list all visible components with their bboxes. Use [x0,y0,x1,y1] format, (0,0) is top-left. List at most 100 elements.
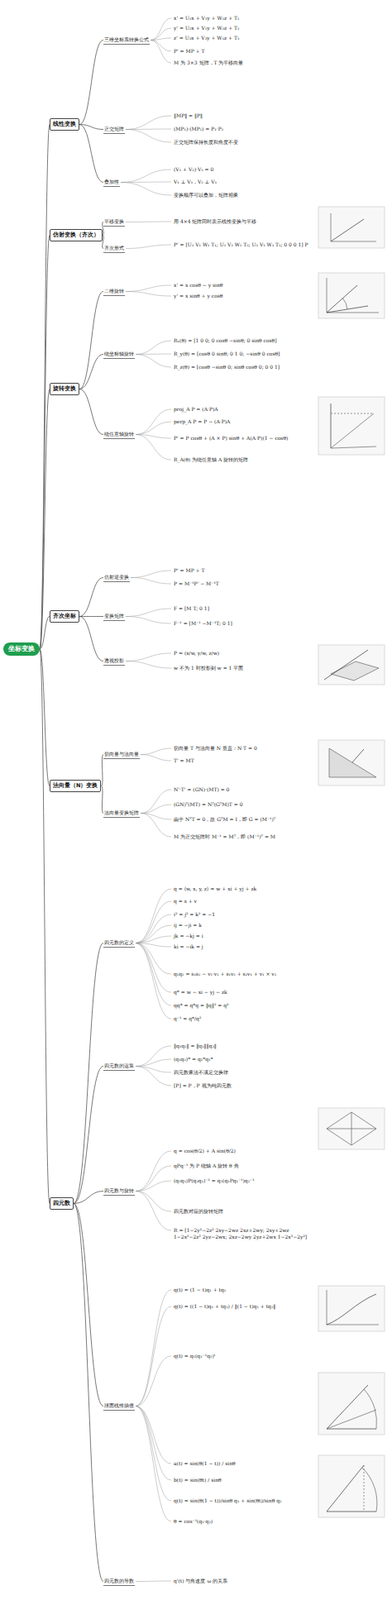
leader-line [125,608,172,617]
formula-label: M 为 3×3 矩阵，T 为平移向量 [173,59,313,67]
formula-label: V₁ ⊥ V₃，V₂ ⊥ V₃ [173,178,313,186]
projection-plane-figure [318,645,385,685]
leader-line [135,1581,172,1583]
topic-text: 仿射逆变换 [104,573,130,580]
leader-line [150,38,172,41]
leader-line [135,943,172,976]
leader-line [120,181,172,184]
formula-label: P = (x/w, y/w, z/w) [173,650,313,657]
branch-line [73,1204,104,1407]
formula-label: q(t) = sin(θ(1 − t))/sinθ q₁ + sin(θt)/s… [173,1497,313,1505]
leader-line [150,40,172,64]
leader-line [135,435,172,461]
leader-line [125,653,172,662]
leader-line [130,578,172,585]
formula-label: i² = j² = k² = −1 [173,911,313,918]
branch-line [79,389,104,436]
main-topic: 齐次坐标 [49,610,80,623]
formula-label: q(t) = q₁(q₁⁻¹q₂)ᵗ [173,1352,313,1360]
sub-topic: 齐次形式 [103,243,125,254]
topic-text: 齐次坐标 [52,612,77,620]
formula-label: q = cos(θ/2) + A sin(θ/2) [173,1147,313,1155]
formula-label: R_A(θ) 为绕任意轴 A 旋转的矩阵 [173,456,313,464]
formula-label: y' = U₂x + V₂y + W₂z + T₂ [173,24,313,32]
branch-line [79,578,104,617]
leader-line [135,1180,172,1192]
leader-line [125,129,172,131]
formula-label: M 为正交矩阵时 M⁻¹ = Mᵀ，即 (M⁻¹)ᵀ = M [173,833,313,841]
branch-line [73,1191,104,1205]
formula-label: b(t) = sin(θt) / sinθ [173,1477,313,1484]
leader-line [135,421,172,436]
formula-label: ki = −ik = j [173,943,313,951]
sub-topic: 二维旋转 [103,286,125,297]
leader-line [135,943,172,1007]
leader-line [125,616,172,625]
sub-topic: 四元数的导数 [103,1577,135,1587]
normal-vector-figure [318,740,385,786]
leader-line [135,1191,172,1232]
sub-topic: 四元数的运算 [103,1061,135,1071]
leader-line [135,925,172,944]
leader-line [150,28,172,41]
interpolation-plot [318,1285,385,1332]
main-topic: 线性变换 [49,118,80,131]
leader-line [135,354,172,369]
branch-line [79,354,104,390]
formula-label: [P] = P，P 视为纯四元数 [173,1082,313,1090]
formula-label: R_z(θ) = [cosθ −sinθ 0; sinθ cosθ 0; 0 0… [173,363,313,371]
formula-label: 四元数乘法不满足交换律 [173,1069,313,1076]
formula-label: ‖MP‖ = ‖P‖ [173,112,313,120]
topic-text: 变换矩阵 [104,612,125,619]
axis-rotation-figure [318,396,385,455]
leader-line [135,936,172,944]
formula-label: 四元数对应的旋转矩阵 [173,1208,313,1215]
branch-line [100,755,104,787]
branch-line [73,1066,104,1205]
topic-text: 切向量与法向量 [104,750,139,757]
leader-line [135,1406,172,1465]
quaternion-figure [318,1108,385,1150]
rotation-figure [318,272,385,319]
leader-line [135,1290,172,1407]
leader-line [135,901,172,944]
topic-text: 透视投影 [104,657,125,664]
formula-label: x' = U₁x + V₁y + W₁z + T₁ [173,14,313,22]
leader-line [120,182,172,196]
leader-line [135,1406,172,1502]
axes-figure [318,206,385,249]
leader-line [150,18,172,41]
branch-line [79,616,104,617]
main-topic: 仿射变换（齐次） [49,229,103,242]
formula-label: P' = P cosθ + (A × P) sinθ + A(A·P)(1 − … [173,435,313,442]
formula-label: (GN)ᵀ(MT) = Nᵀ(GᵀM)T = 0 [173,801,313,808]
main-topic: 旋转变换 [49,382,80,396]
formula-label: q = ⟨w, x, y, z⟩ = w + xi + yj + zk [173,885,313,893]
branch-line [73,943,104,1205]
formula-label: q(t) = (1 − t)q₁ + tq₂ [173,1286,313,1294]
leader-line [135,1406,172,1523]
sub-topic: 切向量与法向量 [103,750,140,760]
formula-label: q* = w − xi − yj − zk [173,989,313,996]
topic-text: 四元数 [52,1199,71,1207]
sub-topic: 正交矩阵 [103,124,125,134]
topic-text: 三维坐标系转换公式 [104,36,149,43]
formula-label: (q₂q₁)P(q₂q₁)⁻¹ = q₂(q₁Pq₁⁻¹)q₂⁻¹ [173,1177,313,1185]
branch-line [79,40,104,125]
main-topic: 法向量（N）变换 [49,779,101,793]
leader-line [135,1059,172,1067]
formula-label: q⁻¹ = q*/q² [173,1015,313,1023]
formula-label: q₁q₂ = s₁s₂ − v₁·v₂ + s₁v₂ + s₂v₁ + v₁ ×… [173,970,313,978]
branch-line [79,616,104,662]
formula-label: ij = −ji = k [173,922,313,929]
leader-line [135,943,172,994]
topic-text: 法向量（N）变换 [52,782,98,789]
formula-label: P = M⁻¹P' − M⁻¹T [173,580,313,588]
formula-label: F = [M T; 0 1] [173,605,313,612]
topic-text: 四元数的运算 [104,1062,134,1069]
topic-text: 叠加性 [104,178,120,185]
leader-line [135,1406,172,1482]
formula-label: w 不为 1 时投影到 w = 1 平面 [173,664,313,672]
formula-label: 切向量 T 与法向量 N 垂直：N·T = 0 [173,745,313,752]
leader-line [125,115,172,130]
